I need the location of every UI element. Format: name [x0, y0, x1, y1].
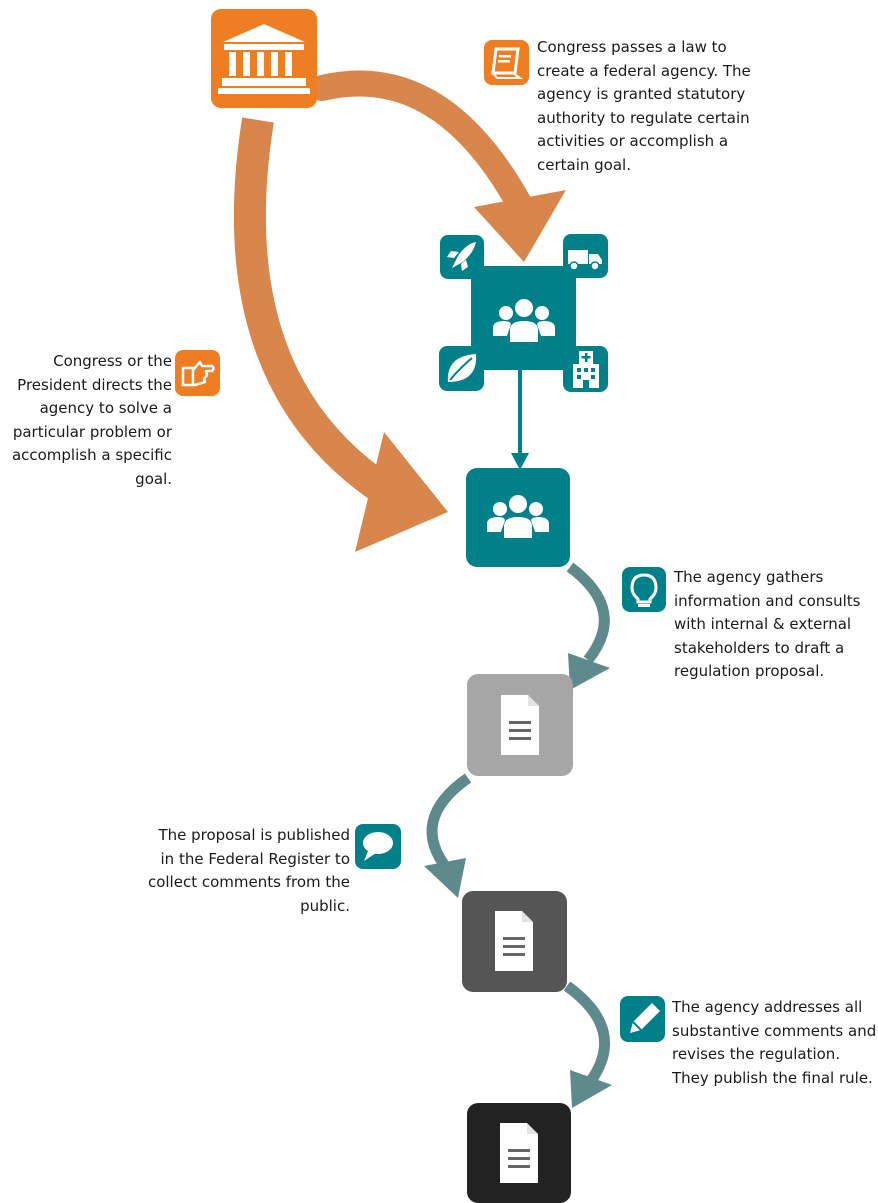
final-rule-document-node — [467, 1103, 571, 1203]
congress-node — [211, 9, 317, 108]
step-1-text: Congress passes a law to create a federa… — [537, 38, 751, 174]
pointing-hand-icon — [175, 350, 220, 396]
step-4-text: The proposal is published in the Federal… — [147, 826, 350, 915]
published-document-node — [462, 891, 567, 992]
lightbulb-icon — [622, 567, 666, 612]
arrow-proposal-to-published — [424, 773, 472, 898]
agency-node — [466, 468, 570, 567]
proposal-document-node — [467, 674, 573, 776]
hospital-icon — [563, 346, 608, 392]
leaf-icon — [439, 346, 484, 391]
rocket-icon — [440, 235, 484, 279]
law-book-icon — [484, 40, 529, 85]
step-5-text: The agency addresses all substantive com… — [672, 998, 877, 1087]
arrow-congress-to-agency-hub — [309, 70, 566, 262]
step-2-text: Congress or the President directs the ag… — [11, 352, 172, 488]
step-3-text: The agency gathers information and consu… — [674, 568, 861, 680]
arrow-agency-to-proposal — [566, 562, 610, 690]
pencil-icon — [620, 996, 665, 1042]
agency-hub-node — [439, 234, 608, 470]
speech-bubble-icon — [355, 824, 401, 869]
capitol-building-icon — [218, 24, 310, 94]
truck-icon — [563, 234, 608, 278]
arrow-published-to-final — [563, 981, 612, 1108]
arrow-congress-to-agency — [233, 117, 448, 552]
